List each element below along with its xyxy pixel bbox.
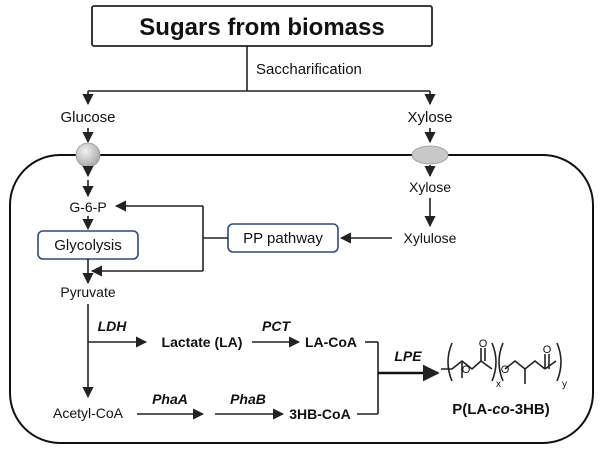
subscript-x: x [496,379,501,390]
copolymer-structure [441,342,562,384]
pyruvate-label: Pyruvate [60,284,115,300]
saccharification-label: Saccharification [256,61,362,78]
xylulose-label: Xylulose [404,230,457,246]
title-box [91,5,433,47]
ether-o-1: O [462,364,471,376]
lactate-label: Lactate (LA) [162,334,243,350]
ldh-label: LDH [98,318,128,334]
phab-label: PhaB [230,391,266,407]
glucose-transporter [75,142,101,168]
product-label: P(LA-co-3HB) [452,401,550,418]
xylose-outside-label: Xylose [407,109,452,126]
la-coa-label: LA-CoA [305,334,357,350]
ether-o-2: O [501,364,510,376]
subscript-y: y [562,379,567,390]
glycolysis-label: Glycolysis [54,237,122,254]
product-prefix: P(LA- [452,401,492,418]
xylose-inside-label: Xylose [409,179,451,195]
pp-pathway-label: PP pathway [243,230,323,247]
cell-membrane [9,154,594,444]
acetyl-coa-label: Acetyl-CoA [53,405,124,421]
g6p-label: G-6-P [69,199,106,215]
xylose-transporter [411,145,449,165]
lpe-label: LPE [394,348,422,364]
pct-label: PCT [262,318,291,334]
carbonyl-o-2: O [543,344,552,356]
3hb-coa-label: 3HB-CoA [289,406,350,422]
product-co: co [492,401,510,418]
product-suffix: -3HB) [510,401,550,418]
title-text: Sugars from biomass [139,14,384,41]
phaa-label: PhaA [152,391,188,407]
carbonyl-o-1: O [479,338,488,350]
glucose-label: Glucose [60,109,115,126]
